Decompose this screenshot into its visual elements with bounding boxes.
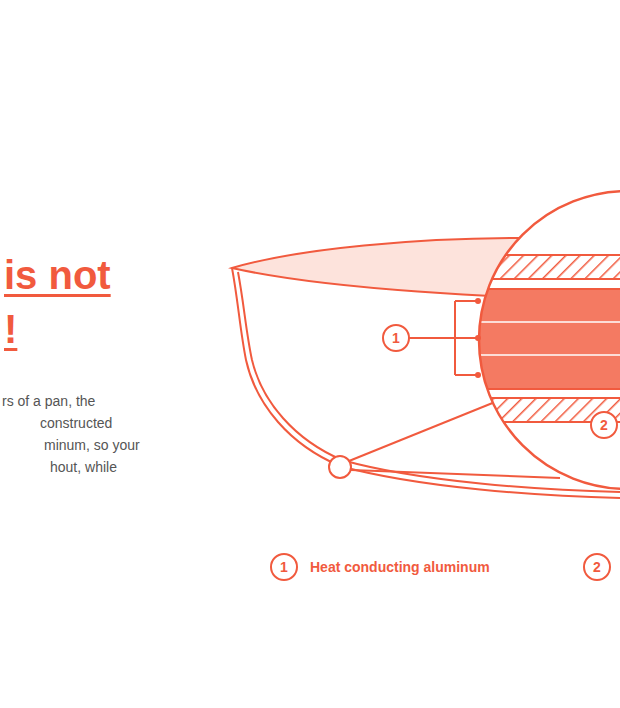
intro-text: minum, so your — [44, 435, 140, 455]
callout-number: 1 — [271, 554, 297, 580]
number-circles — [271, 412, 617, 580]
callout-number: 2 — [584, 554, 610, 580]
intro-text: rs of a pan, the — [2, 391, 95, 411]
heading: is not ! — [4, 248, 119, 356]
callout-number: 1 — [383, 325, 409, 351]
bracket-dots — [475, 298, 481, 378]
magnifier-circle — [479, 191, 620, 489]
zoom-line — [351, 470, 560, 478]
detail-marker — [329, 456, 351, 478]
intro-text: constructed — [40, 413, 112, 433]
intro-text: hout, while — [50, 457, 117, 477]
part-name: Heat conducting aluminum — [310, 557, 490, 577]
layer-section — [470, 180, 620, 510]
callout-number: 2 — [591, 412, 617, 438]
zoom-line — [349, 402, 495, 461]
callout-bracket — [383, 301, 476, 375]
